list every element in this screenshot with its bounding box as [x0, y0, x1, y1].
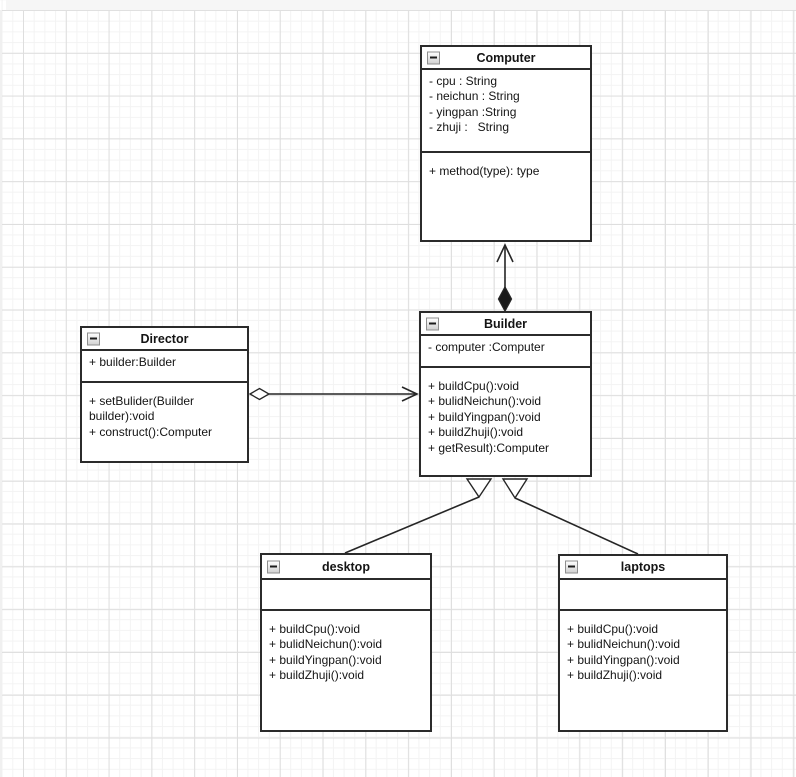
- attribute: - computer :Computer: [428, 340, 545, 354]
- minus-glyph: [270, 565, 277, 567]
- edge-laptops-builder[interactable]: [501, 478, 639, 555]
- class-title: Computer: [476, 50, 536, 65]
- class-laptops-methods: + buildCpu():void + bulidNeichun():void …: [560, 611, 726, 730]
- method: + buildYingpan():void: [269, 652, 382, 667]
- class-title: desktop: [322, 559, 370, 574]
- attribute: - cpu : String: [429, 74, 498, 88]
- method: + buildYingpan():void: [428, 409, 541, 424]
- collapse-icon[interactable]: [426, 317, 439, 330]
- hollow-triangle: [465, 478, 493, 499]
- attribute: - zhuji : String: [429, 120, 510, 135]
- generalization-line: [344, 496, 480, 554]
- class-desktop[interactable]: desktop + buildCpu():void + bulidNeichun…: [260, 553, 432, 732]
- method: + setBulider(Builder builder):void: [89, 394, 198, 424]
- method: + buildYingpan():void: [567, 652, 680, 667]
- minus-glyph: [90, 337, 97, 339]
- attribute: + builder:Builder: [89, 355, 177, 369]
- method: + bulidNeichun():void: [269, 637, 383, 652]
- class-laptops-title-bar: laptops: [560, 556, 726, 580]
- class-computer[interactable]: Computer - cpu : String - neichun : Stri…: [420, 45, 592, 242]
- class-director-methods: + setBulider(Builder builder):void + con…: [82, 383, 247, 461]
- hollow-diamond: [248, 387, 271, 401]
- method: + method(type): type: [429, 164, 540, 178]
- class-desktop-title-bar: desktop: [262, 555, 430, 580]
- class-director-attributes: + builder:Builder: [82, 351, 247, 383]
- class-builder[interactable]: Builder - computer :Computer + buildCpu(…: [419, 311, 592, 477]
- class-laptops-attributes: [560, 580, 726, 611]
- class-director[interactable]: Director + builder:Builder + setBulider(…: [80, 326, 249, 463]
- canvas-left-edge: [0, 10, 2, 777]
- class-title: Builder: [483, 316, 528, 331]
- filled-diamond: [497, 285, 513, 313]
- class-director-title-bar: Director: [82, 328, 247, 351]
- method: + buildZhuji():void: [567, 668, 663, 683]
- class-builder-title-bar: Builder: [421, 313, 590, 336]
- class-builder-methods: + buildCpu():void + bulidNeichun():void …: [421, 368, 590, 475]
- method: + buildCpu():void: [269, 622, 361, 636]
- method: + bulidNeichun():void: [567, 637, 681, 652]
- attribute: - neichun : String: [429, 89, 520, 104]
- canvas-top-scroll-strip[interactable]: [6, 0, 796, 11]
- class-computer-attributes: - cpu : String - neichun : String - ying…: [422, 70, 590, 153]
- edge-director-builder[interactable]: [248, 386, 419, 402]
- class-computer-title-bar: Computer: [422, 47, 590, 70]
- method: + buildZhuji():void: [269, 668, 365, 683]
- collapse-icon[interactable]: [87, 332, 100, 345]
- edge-builder-computer[interactable]: [496, 243, 514, 313]
- open-arrowhead-builder: [401, 386, 419, 402]
- class-computer-methods: + method(type): type: [422, 153, 590, 240]
- method: + buildCpu():void: [567, 622, 659, 636]
- class-desktop-attributes: [262, 580, 430, 611]
- hollow-triangle: [501, 478, 529, 500]
- class-laptops[interactable]: laptops + buildCpu():void + bulidNeichun…: [558, 554, 728, 732]
- collapse-icon[interactable]: [427, 51, 440, 64]
- edge-desktop-builder[interactable]: [344, 478, 493, 554]
- method: + buildZhuji():void: [428, 425, 524, 440]
- method: + construct():Computer: [89, 424, 213, 439]
- collapse-icon[interactable]: [565, 560, 578, 574]
- method: + bulidNeichun():void: [428, 394, 542, 409]
- class-builder-attributes: - computer :Computer: [421, 336, 590, 368]
- attribute: - yingpan :String: [429, 104, 517, 119]
- class-title: laptops: [620, 560, 666, 574]
- minus-glyph: [429, 322, 436, 324]
- minus-glyph: [568, 565, 575, 568]
- open-arrowhead-computer: [496, 243, 514, 263]
- generalization-line: [514, 497, 639, 555]
- class-desktop-methods: + buildCpu():void + bulidNeichun():void …: [262, 611, 430, 730]
- collapse-icon[interactable]: [267, 560, 280, 573]
- method: + buildCpu():void: [428, 379, 520, 393]
- minus-glyph: [430, 56, 437, 58]
- class-title: Director: [140, 331, 189, 346]
- method: + getResult):Computer: [428, 440, 550, 455]
